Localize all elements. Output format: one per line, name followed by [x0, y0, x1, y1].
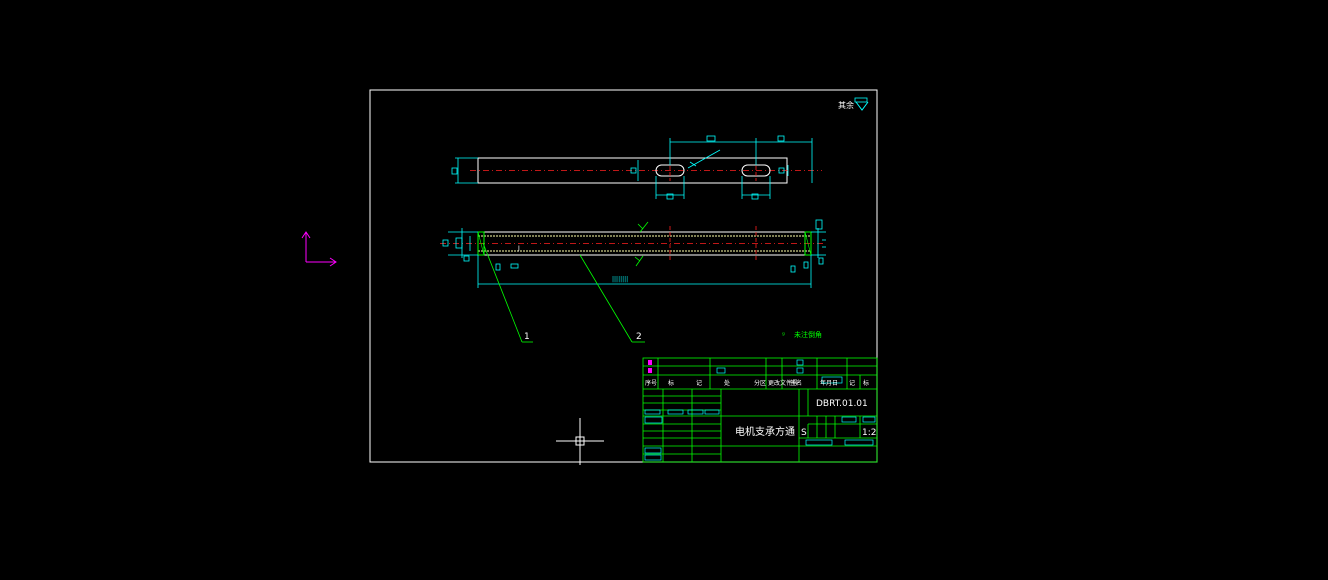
misc-1: 标 [863, 379, 869, 387]
svg-text:||||||||: |||||||| [612, 276, 628, 283]
scale-value: 1:2 [862, 428, 876, 438]
misc-0: 记 [849, 380, 855, 387]
top-view [451, 135, 822, 200]
header-col-0: 处 [724, 379, 730, 387]
revision-markers [648, 360, 652, 373]
header-col-3: 签名 [790, 379, 802, 387]
drawing-frame [369, 89, 878, 463]
technical-note: 未注倒角 [794, 330, 822, 339]
ucs-icon [301, 231, 337, 267]
header-label-2: 记 [696, 380, 702, 387]
title-block-labels: 序号 标 记 处 分区 更改文件号 签名 年月日 记 标 [645, 379, 869, 387]
title-block-placeholders [644, 359, 876, 461]
header-label-1: 标 [668, 379, 674, 387]
roughness-symbol: 其余 [838, 97, 869, 111]
front-view: |||||||| J [440, 219, 826, 288]
crosshair-cursor-icon [556, 418, 604, 465]
balloon-2: 2 [636, 332, 642, 342]
stage-label: S [801, 428, 807, 438]
header-col-2: 更改文件号 [768, 379, 798, 387]
header-col-1: 分区 [754, 379, 766, 387]
header-label-0: 序号 [645, 379, 657, 387]
svg-text:J: J [517, 245, 520, 252]
part-name: 电机支承方通 [735, 425, 795, 438]
svg-text:ᵍ: ᵍ [782, 331, 785, 339]
header-col-4: 年月日 [820, 379, 838, 387]
balloon-1: 1 [524, 332, 530, 342]
roughness-label: 其余 [838, 100, 854, 110]
drawing-number: DBRT.01.01 [816, 399, 868, 409]
leader-lines [482, 242, 645, 343]
title-block [642, 357, 878, 463]
